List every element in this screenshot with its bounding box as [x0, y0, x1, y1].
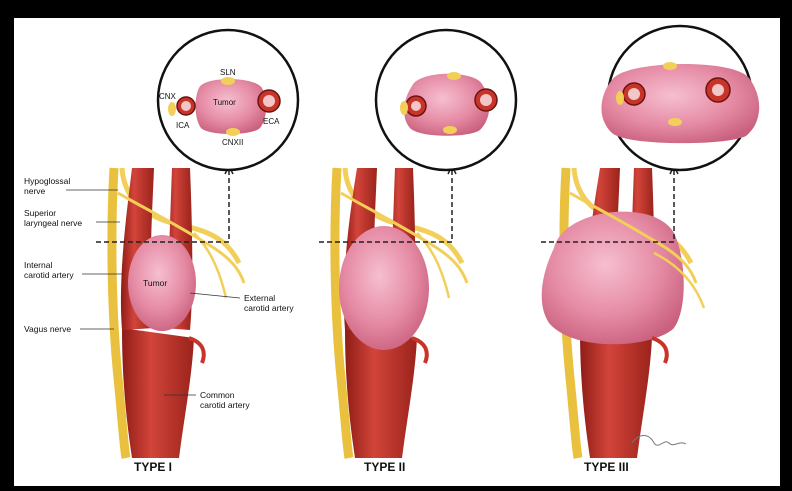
common-carotid-artery	[122, 328, 194, 458]
type-ii-diagram	[319, 30, 516, 458]
label-vagus-nerve: Vagus nerve	[24, 324, 71, 334]
label-tumor: Tumor	[143, 278, 167, 288]
label-internal-carotid-artery: Internal carotid artery	[24, 260, 74, 280]
caption-type-ii: TYPE II	[364, 460, 405, 474]
figure-panel: Hypoglossal nerve Superior laryngeal ner…	[14, 18, 780, 486]
label-superior-laryngeal-nerve: Superior laryngeal nerve	[24, 208, 82, 228]
inset-tumor-type-iii	[601, 64, 759, 143]
type-iii-diagram	[541, 26, 759, 458]
caption-type-i: TYPE I	[134, 460, 172, 474]
inset-label-cnx: CNX	[159, 92, 176, 101]
inset-label-sln: SLN	[220, 68, 236, 77]
artist-signature	[632, 436, 686, 446]
illustration	[14, 18, 780, 486]
inset-label-cnxii: CNXII	[222, 138, 243, 147]
label-common-carotid-artery: Common carotid artery	[200, 390, 250, 410]
caption-type-iii: TYPE III	[584, 460, 629, 474]
inset-label-tumor: Tumor	[213, 98, 236, 107]
inset-label-ica: ICA	[176, 121, 189, 130]
tumor-type-ii	[339, 226, 429, 350]
label-hypoglossal-nerve: Hypoglossal nerve	[24, 176, 70, 196]
label-external-carotid-artery: External carotid artery	[244, 293, 294, 313]
type-i-diagram	[96, 30, 298, 458]
inset-label-eca: ECA	[263, 117, 279, 126]
